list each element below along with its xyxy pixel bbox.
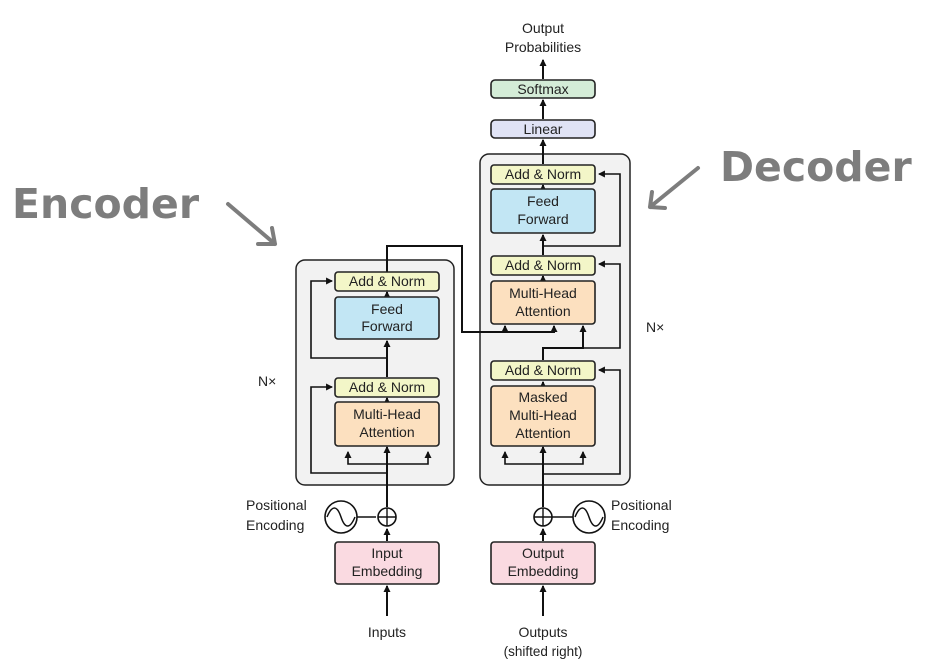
- decoder-repeat-label: N×: [646, 319, 664, 335]
- decoder-add-norm-top: [490, 164, 596, 185]
- decoder-embedding-line1: Output: [522, 545, 564, 561]
- softmax-box: [490, 79, 596, 99]
- encoder-positional-line1: Positional: [246, 497, 307, 513]
- encoder-add-norm-top: [334, 271, 440, 292]
- decoder-add-norm-top-label: Add & Norm: [505, 166, 581, 182]
- linear-label: Linear: [524, 121, 563, 137]
- decoder-masked-line1: Masked: [518, 389, 567, 405]
- encoder-stack: [295, 259, 455, 486]
- encoder-sine-curve: [326, 507, 356, 527]
- decoder-pointer-arrow: [648, 166, 700, 210]
- encoder-attention-line1: Multi-Head: [353, 406, 421, 422]
- decoder-feed-forward-line1: Feed: [527, 193, 559, 209]
- encoder-wires: [310, 245, 558, 616]
- decoder-sine-curve: [574, 507, 604, 527]
- encoder-title: Encoder: [12, 180, 200, 228]
- decoder-positional-line1: Positional: [611, 497, 672, 513]
- softmax-label: Softmax: [517, 81, 568, 97]
- decoder-masked-line2: Multi-Head: [509, 407, 577, 423]
- decoder-feed-forward-line2: Forward: [517, 211, 568, 227]
- decoder-outputs-label: Outputs: [518, 624, 567, 640]
- decoder-attention-line2: Attention: [515, 303, 570, 319]
- encoder-positional-line2: Encoding: [246, 517, 304, 533]
- output-probabilities-line1: Output: [522, 20, 564, 36]
- decoder-add-norm-bottom-label: Add & Norm: [505, 362, 581, 378]
- encoder-attention-line2: Attention: [359, 424, 414, 440]
- linear-box: [490, 119, 596, 139]
- decoder-add-norm-bottom: [490, 360, 596, 381]
- encoder-add-norm-bottom: [334, 377, 440, 398]
- encoder-add-norm-top-label: Add & Norm: [349, 273, 425, 289]
- encoder-multi-head-attention: [334, 401, 440, 447]
- encoder-feed-forward-line1: Feed: [371, 301, 403, 317]
- decoder-wires: [501, 58, 621, 616]
- output-probabilities-line2: Probabilities: [505, 39, 581, 55]
- encoder-input-embedding: [334, 541, 440, 585]
- decoder-positional-line2: Encoding: [611, 517, 669, 533]
- encoder-feed-forward: [334, 296, 440, 340]
- decoder-title: Decoder: [720, 143, 912, 191]
- decoder-multi-head-attention: [490, 280, 596, 325]
- decoder-masked-line3: Attention: [515, 425, 570, 441]
- encoder-inputs-label: Inputs: [368, 624, 406, 640]
- decoder-embedding-line2: Embedding: [508, 563, 579, 579]
- decoder-masked-multi-head-attention: [490, 385, 596, 447]
- decoder-add-norm-mid-label: Add & Norm: [505, 257, 581, 273]
- encoder-plus-sign: [378, 508, 396, 526]
- encoder-feed-forward-line2: Forward: [361, 318, 412, 334]
- decoder-feed-forward: [490, 188, 596, 234]
- encoder-add-norm-bottom-label: Add & Norm: [349, 379, 425, 395]
- encoder-pointer-arrow: [226, 202, 277, 246]
- decoder-shifted-right-label: (shifted right): [504, 644, 583, 659]
- decoder-attention-line1: Multi-Head: [509, 285, 577, 301]
- decoder-output-embedding: [490, 541, 596, 585]
- encoder-embedding-line1: Input: [371, 545, 402, 561]
- decoder-plus-sign: [534, 508, 552, 526]
- encoder-repeat-label: N×: [258, 373, 276, 389]
- decoder-add-norm-mid: [490, 255, 596, 276]
- encoder-embedding-line2: Embedding: [352, 563, 423, 579]
